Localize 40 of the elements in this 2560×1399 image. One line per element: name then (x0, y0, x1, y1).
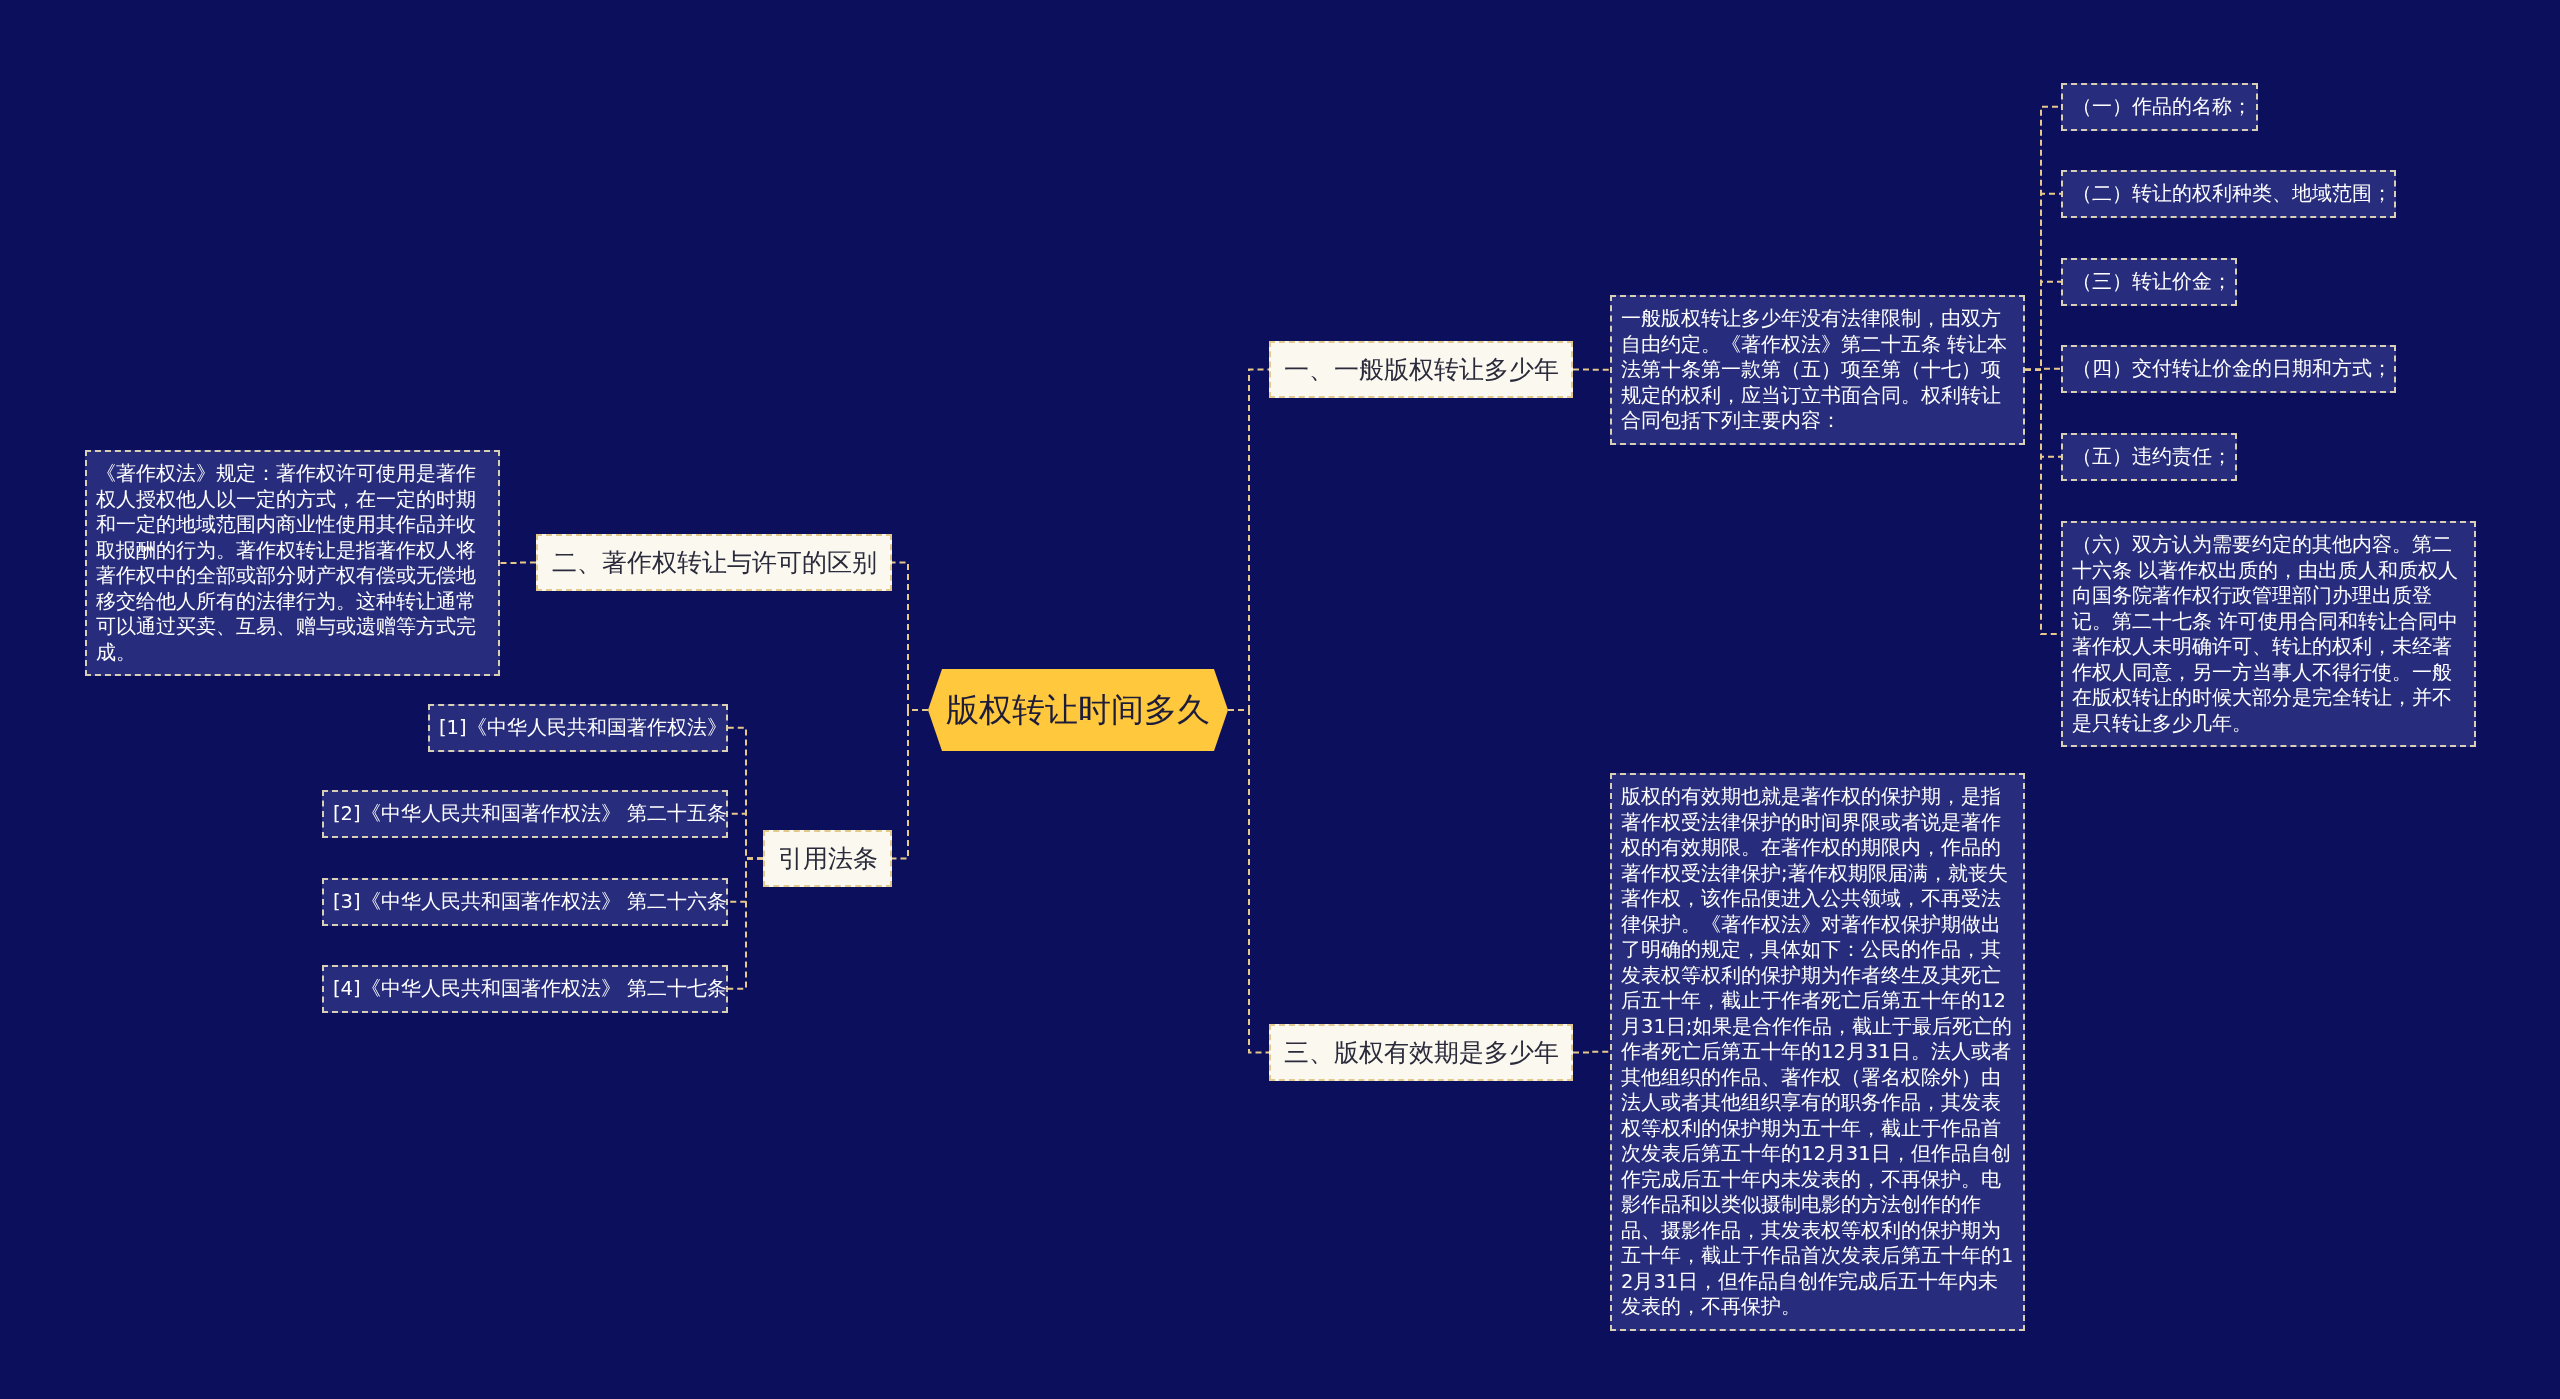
note-text: 一般版权转让多少年没有法律限制，由双方自由约定。《著作权法》第二十五条 转让本法第十条第一款第（五）项至第（十七）项规定的权利，应当订立书面合同。权利转让合同包括下列主要内容： (1621, 307, 2008, 432)
topic-text: 二、著作权转让与许可的区别 (551, 548, 877, 577)
note-text: [3]《中华人民共和国著作权法》 第二十六条 (333, 890, 727, 913)
topic-text: 三、版权有效期是多少年 (1283, 1038, 1559, 1067)
note-box (2061, 521, 2476, 747)
note-text: [4]《中华人民共和国著作权法》 第二十七条 (333, 977, 727, 1000)
note-text: 《著作权法》规定：著作权许可使用是著作权人授权他人以一定的方式，在一定的时期和一定的地域范围内商业性使用其作品并收取报酬的行为。著作权转让是指著作权人将著作权中的全部或部分财产权有偿或无偿地移交给他人所有的法律行为。这种转让通常可以通过买卖、互易、赠与或遗赠等方式完成。 (96, 462, 476, 664)
note-text: （三）转让价金； (2072, 270, 2232, 293)
note-text: （一）作品的名称； (2072, 95, 2252, 118)
topic-text: 引用法条 (777, 844, 878, 873)
topic-box (536, 534, 892, 591)
note-text: [1]《中华人民共和国著作权法》 (439, 716, 727, 739)
note-box (1610, 295, 2025, 445)
connector-line (499, 561, 537, 564)
note-box (428, 704, 728, 752)
note-box (2061, 170, 2396, 218)
note-box (2061, 83, 2258, 131)
note-box (322, 878, 728, 926)
note-text: 版权的有效期也就是著作权的保护期，是指著作权受法律保护的时间界限或者说是著作权的有效期限。在著作权的期限内，作品的著作权受法律保护;著作权期限届满，就丧失著作权，该作品便进入公共领域，不再受法律保护。《著作权法》对著作权保护期做出了明确的规定，具体如下：公民的作品，其发表权等权利的保护期为作者终生及其死亡后五十年，截止于作者死亡后第五十年的12月31日;如果是合作作品，截止于最后死亡的作者死亡后第五十年的12月31日。法人或者其他组织的作品、著作权（署名权除外）由法人或者其他组织享有的职务作品，其发表权等权利的保护期为五十年，截止于作品首次发表后第五十年的12月31日，但作品自创作完成后五十年内未发表的，不再保护。电影作品和以类似摄制电影的方法创作的作品、摄影作品，其发表权等权利的保护期为五十年，截止于作品首次发表后第五十年的12月31日，但作品自创作完成后五十年内未发表的，不再保护。 (1621, 785, 2014, 1318)
central-topic-text: 版权转让时间多久 (946, 688, 1210, 731)
topic-box (1269, 1024, 1573, 1081)
connector-line (1572, 1050, 1611, 1054)
note-box (2061, 433, 2237, 481)
note-box (322, 965, 728, 1013)
connector-line (891, 709, 929, 860)
note-text: （四）交付转让价金的日期和方式； (2072, 357, 2392, 380)
note-box (322, 790, 728, 838)
note-box (2061, 258, 2237, 306)
note-text: （六）双方认为需要约定的其他内容。第二十六条 以著作权出质的，由出质人和质权人向国务院著作权行政管理部门办理出质登记。第二十七条 许可使用合同和转让合同中著作权人未明确许可、转让的权利，未经著作权人同意，另一方当事人不得行使。一般在版权转让的时候大部分是完全转让，并不是只转让多少几年。 (2072, 533, 2459, 735)
note-text: （五）违约责任； (2072, 445, 2232, 468)
topic-text: 一、一般版权转让多少年 (1283, 355, 1559, 384)
topic-box (1269, 341, 1573, 398)
connector-line (1572, 368, 1611, 371)
connector-line (727, 857, 764, 990)
note-box (85, 450, 500, 676)
topic-box (763, 830, 892, 887)
central-topic-hexagon (928, 669, 1228, 751)
note-box (2061, 345, 2396, 393)
note-text: （二）转让的权利种类、地域范围； (2072, 182, 2392, 205)
note-text: [2]《中华人民共和国著作权法》 第二十五条 (333, 802, 727, 825)
